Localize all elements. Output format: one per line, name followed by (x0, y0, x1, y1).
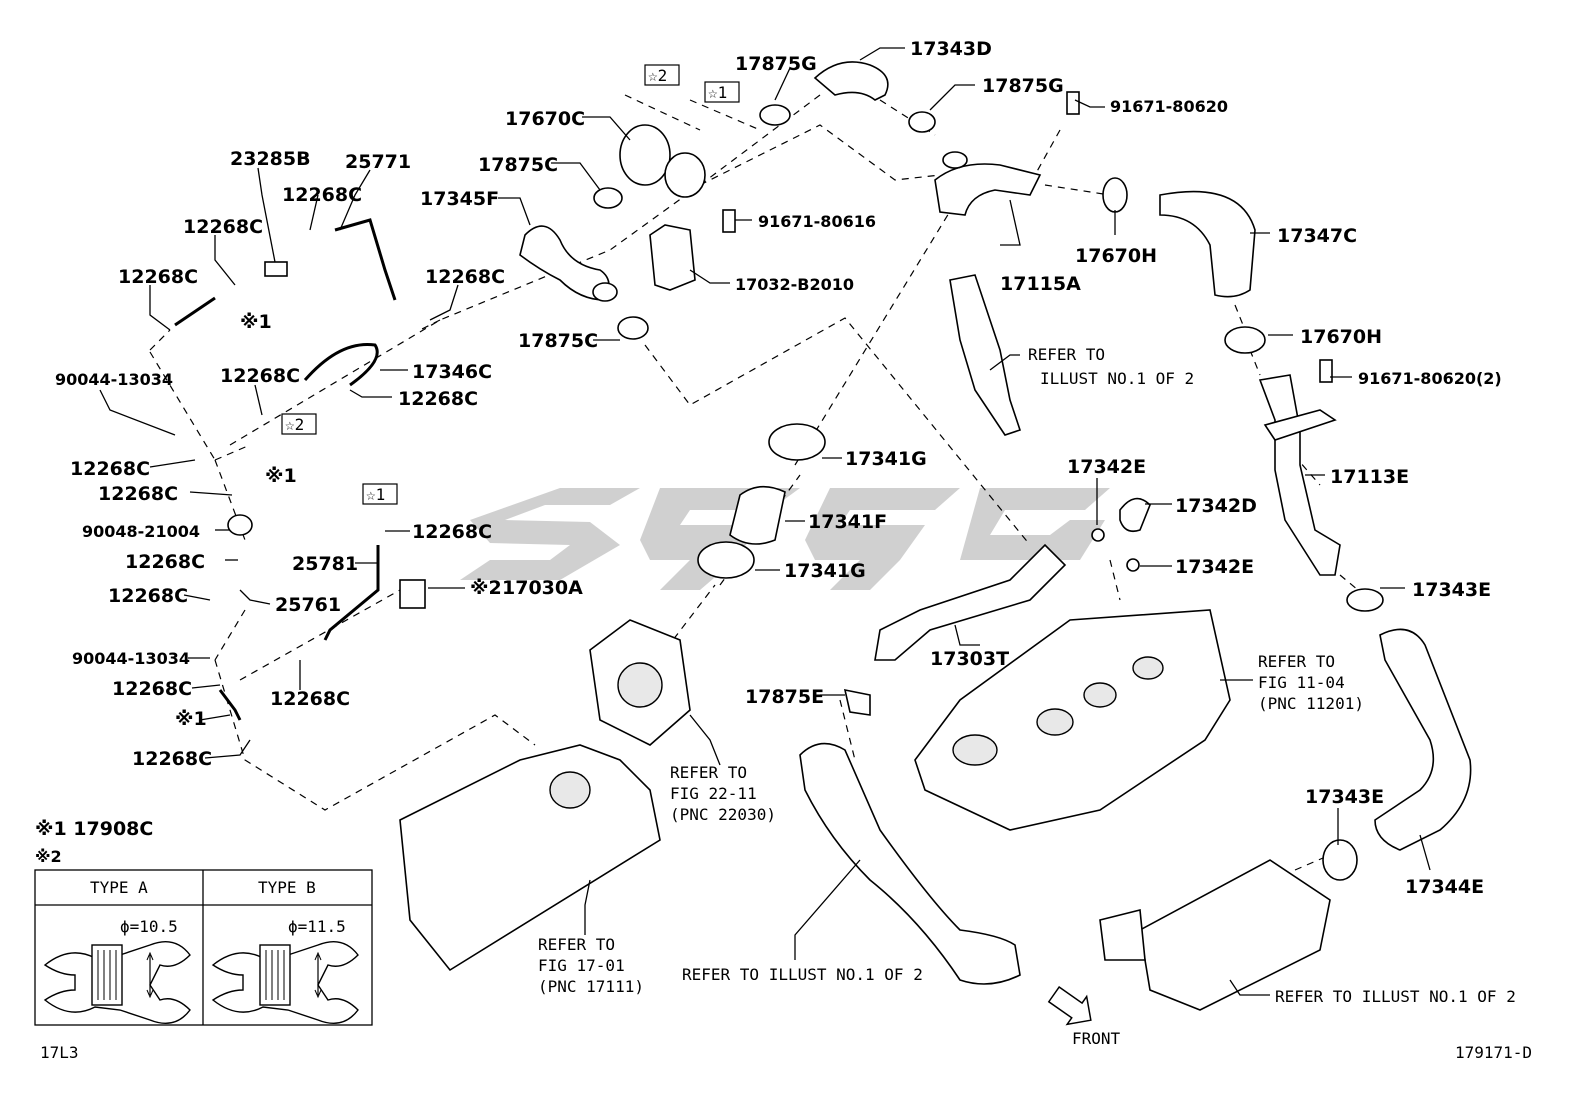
part-label-25761: 25761 (275, 594, 341, 616)
part-label-90048-21004: 90048-21004 (82, 522, 200, 541)
legend-type-a: TYPE A (90, 878, 148, 897)
part-label-17346c: 17346C (412, 361, 492, 383)
page-code: 17L3 (40, 1043, 79, 1062)
part-label-17670h-b: 17670H (1300, 326, 1382, 348)
ref-note-3-line-3: (PNC 22030) (670, 805, 776, 824)
part-label-17342d: 17342D (1175, 495, 1257, 517)
star1-mark-top: ☆1 (708, 83, 727, 102)
star1-mark-left: ☆1 (366, 485, 385, 504)
part-label-12268c-2: 12268C (183, 216, 263, 238)
part-label-12268c-10: 12268C (108, 585, 188, 607)
front-indicator: FRONT (1047, 985, 1121, 1048)
part-label-12268c-9: 12268C (125, 551, 205, 573)
star2-mark-top: ☆2 (648, 66, 667, 85)
legend: ※1 17908C ※2 TYPE A TYPE B ϕ=10.5 ϕ=11.5 (34, 818, 373, 1026)
ref-note-2-line-1: REFER TO (1258, 652, 1335, 671)
part-label-91671-80616: 91671-80616 (758, 212, 876, 231)
part-label-91671-80620-2: 91671-80620(2) (1358, 369, 1502, 388)
part-label-17032-b2010: 17032-B2010 (735, 275, 854, 294)
legend-x2-text: ※2 (35, 847, 62, 866)
part-label-17343d: 17343D (910, 38, 992, 60)
ref-note-4-line-1: REFER TO (538, 935, 615, 954)
ref-note-4-line-3: (PNC 17111) (538, 977, 644, 996)
legend-phi-a: ϕ=10.5 (120, 917, 178, 936)
part-label-90044-13034-a: 90044-13034 (55, 370, 173, 389)
part-label-12268c-14: 12268C (270, 688, 350, 710)
part-label-17342e-a: 17342E (1067, 456, 1146, 478)
part-label-17344e: 17344E (1405, 876, 1484, 898)
part-label-12268c-6: 12268C (398, 388, 478, 410)
part-label-17341f: 17341F (808, 511, 887, 533)
part-labels: 17343D 17875G 17875G 91671-80620 17670C … (55, 38, 1502, 898)
ref-note-3-line-1: REFER TO (670, 763, 747, 782)
part-label-12268c-7: 12268C (70, 458, 150, 480)
ref-note-2-line-3: (PNC 11201) (1258, 694, 1364, 713)
part-label-12268c-5: 12268C (220, 365, 300, 387)
figure-code: 179171-D (1455, 1043, 1532, 1062)
x1-mark-b: ※1 (265, 465, 297, 487)
part-label-12268c-13: 12268C (412, 521, 492, 543)
part-label-17875e: 17875E (745, 686, 824, 708)
part-label-25781: 25781 (292, 553, 358, 575)
ref-note-5: REFER TO ILLUST NO.1 OF 2 (682, 965, 923, 984)
x1-mark-c: ※1 (175, 708, 207, 730)
part-label-17343e-b: 17343E (1305, 786, 1384, 808)
part-label-17343e-a: 17343E (1412, 579, 1491, 601)
part-label-12268c-3: 12268C (118, 266, 198, 288)
part-label-12268c-11: 12268C (112, 678, 192, 700)
legend-x1-text: ※1 17908C (35, 818, 153, 840)
part-label-17347c: 17347C (1277, 225, 1357, 247)
part-label-25771: 25771 (345, 151, 411, 173)
part-label-17670h-a: 17670H (1075, 245, 1157, 267)
ref-note-2-line-2: FIG 11-04 (1258, 673, 1345, 692)
clip-type-a-icon (43, 941, 191, 1024)
front-label: FRONT (1072, 1029, 1121, 1048)
x2-mark: ※2 (470, 577, 502, 599)
x1-mark-a: ※1 (240, 311, 272, 333)
clip-type-b-icon (211, 941, 359, 1024)
part-label-17113e: 17113E (1330, 466, 1409, 488)
marker-symbols: ☆2 ☆1 ☆2 ☆1 ※1 ※1 ※1 ※2 (175, 64, 740, 730)
part-drawings (174, 61, 1472, 1011)
ref-note-1-line-2: ILLUST NO.1 OF 2 (1040, 369, 1194, 388)
part-label-17342e-b: 17342E (1175, 556, 1254, 578)
part-label-17875g-a: 17875G (735, 53, 817, 75)
part-label-12268c-12: 12268C (132, 748, 212, 770)
part-label-23285b: 23285B (230, 148, 311, 170)
part-label-17115a: 17115A (1000, 273, 1081, 295)
ref-note-4-line-2: FIG 17-01 (538, 956, 625, 975)
part-label-17875c-a: 17875C (478, 154, 558, 176)
ref-note-3-line-2: FIG 22-11 (670, 784, 757, 803)
part-label-12268c-4: 12268C (425, 266, 505, 288)
star2-mark-left: ☆2 (285, 415, 304, 434)
part-label-17030a: 17030A (502, 577, 583, 599)
part-label-12268c-8: 12268C (98, 483, 178, 505)
front-arrow-icon (1047, 985, 1092, 1026)
legend-phi-b: ϕ=11.5 (288, 917, 346, 936)
leader-lines (99, 47, 1431, 996)
part-label-91671-80620: 91671-80620 (1110, 97, 1228, 116)
part-label-17341g-a: 17341G (845, 448, 927, 470)
part-label-17345f: 17345F (420, 188, 499, 210)
part-label-17875c-b: 17875C (518, 330, 598, 352)
ref-note-6: REFER TO ILLUST NO.1 OF 2 (1275, 987, 1516, 1006)
reference-notes: REFER TO ILLUST NO.1 OF 2 REFER TO FIG 1… (538, 345, 1516, 1006)
legend-type-b: TYPE B (258, 878, 316, 897)
part-label-12268c-1: 12268C (282, 184, 362, 206)
part-label-90044-13034-b: 90044-13034 (72, 649, 190, 668)
part-label-17670c: 17670C (505, 108, 585, 130)
part-label-17875g-b: 17875G (982, 75, 1064, 97)
part-label-17303t: 17303T (930, 648, 1009, 670)
ref-note-1-line-1: REFER TO (1028, 345, 1105, 364)
part-label-17341g-b: 17341G (784, 560, 866, 582)
